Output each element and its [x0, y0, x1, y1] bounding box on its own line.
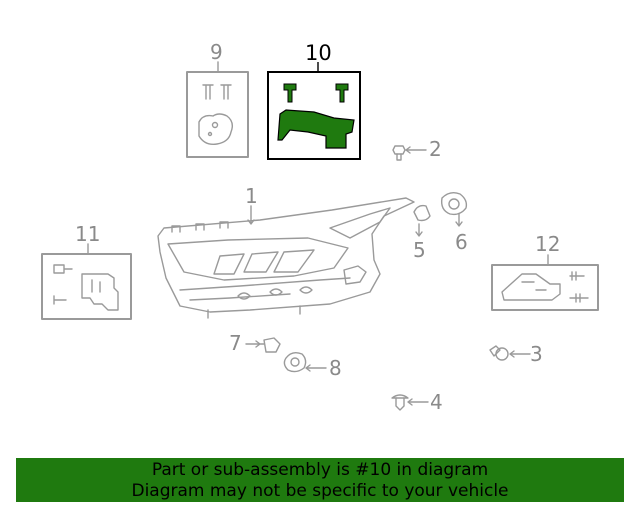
part-10-highlighted-kit[interactable]	[267, 62, 361, 160]
leader-line-1	[247, 205, 255, 225]
callout-9: 9	[210, 40, 223, 64]
callout-6: 6	[455, 230, 468, 254]
part-2-screw[interactable]	[392, 145, 427, 161]
part-10-bracket	[277, 109, 355, 149]
callout-5: 5	[413, 238, 426, 262]
part-10-screw-left	[283, 83, 297, 103]
part-6-socket[interactable]	[440, 191, 468, 227]
banner-line-2: Diagram may not be specific to your vehi…	[131, 481, 509, 501]
callout-2: 2	[429, 137, 442, 161]
callout-1: 1	[245, 184, 258, 208]
part-11-kit-box[interactable]	[41, 243, 132, 320]
part-12-kit-box[interactable]	[491, 254, 599, 311]
part-9-kit-box[interactable]	[186, 61, 249, 158]
part-5-bulb[interactable]	[413, 204, 431, 237]
part-4-clip[interactable]	[391, 394, 429, 411]
callout-7: 7	[229, 331, 242, 355]
part-10-screw-right	[335, 83, 349, 103]
callout-10: 10	[305, 41, 332, 65]
callout-4: 4	[430, 390, 443, 414]
callout-11: 11	[75, 222, 101, 246]
part-1-headlamp-assembly[interactable]	[157, 197, 415, 319]
part-3-clip[interactable]	[489, 345, 531, 361]
banner-line-1: Part or sub-assembly is #10 in diagram	[151, 460, 489, 480]
part-8-socket[interactable]	[283, 351, 327, 373]
info-banner: Part or sub-assembly is #10 in diagram D…	[16, 458, 624, 502]
callout-8: 8	[329, 356, 342, 380]
callout-3: 3	[530, 342, 543, 366]
part-7-bulb[interactable]	[245, 337, 281, 353]
callout-12: 12	[535, 232, 561, 256]
